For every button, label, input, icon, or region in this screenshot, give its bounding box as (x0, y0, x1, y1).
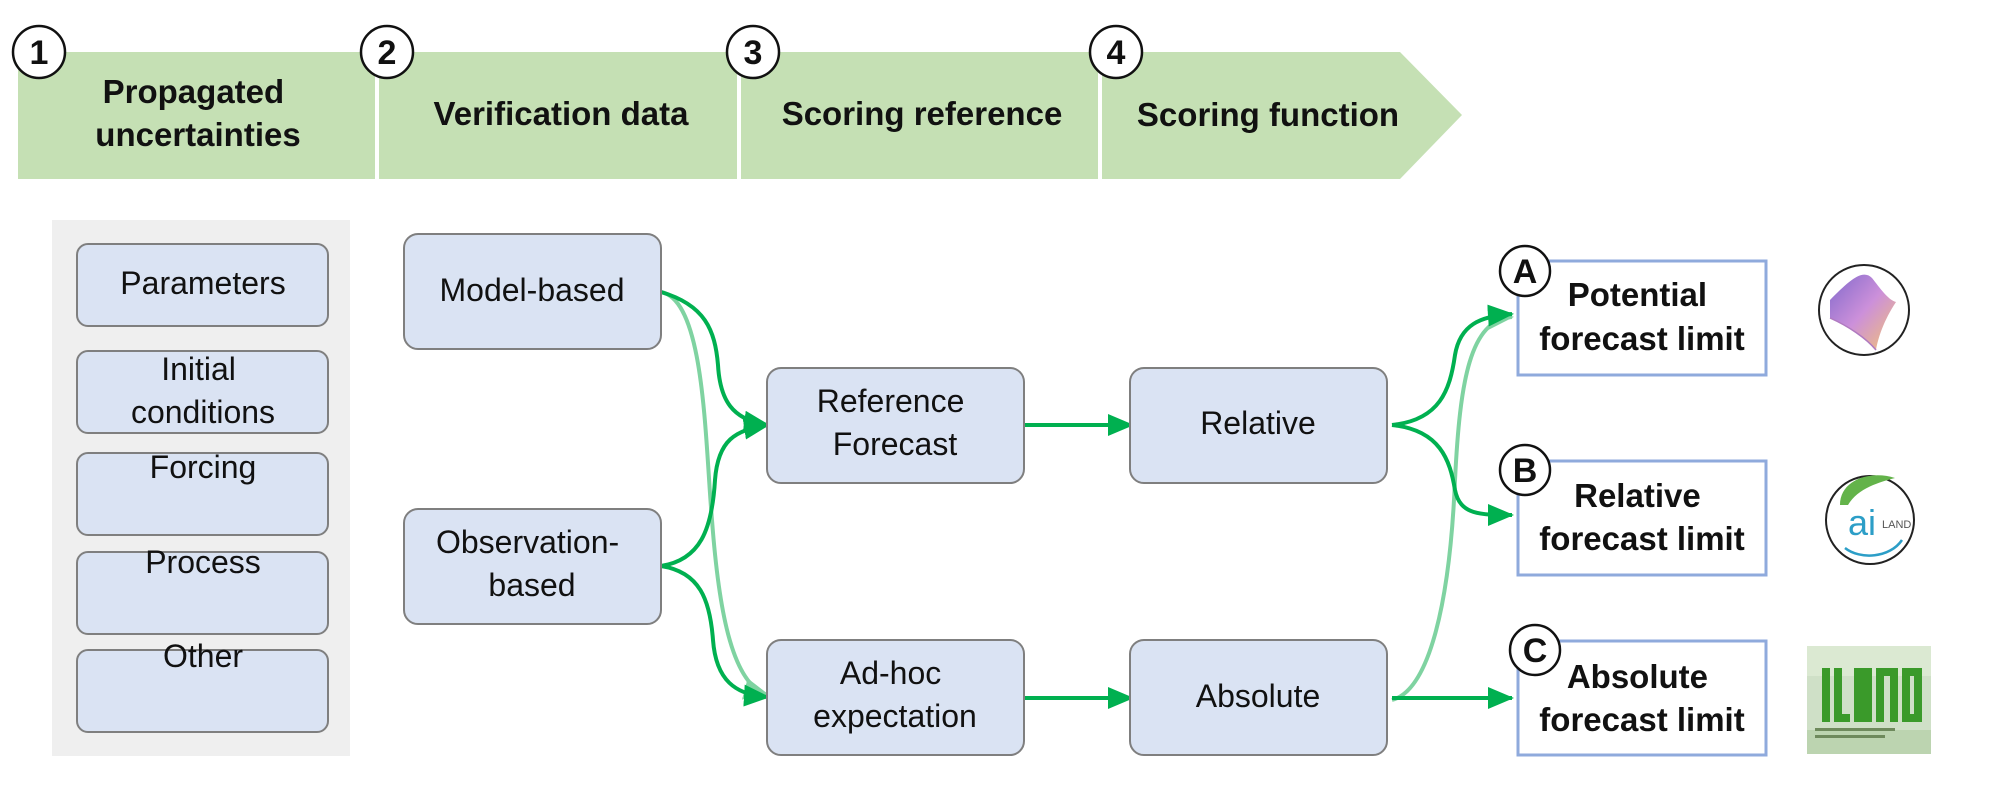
connector-model-to-reference (660, 290, 770, 433)
step-1-label: Propagated uncertainties (95, 73, 300, 153)
svg-text:Forcing: Forcing (150, 449, 257, 485)
svg-text:ai: ai (1848, 502, 1876, 543)
outcome-potential-forecast-limit: Potential forecast limit A (1498, 244, 1768, 377)
svg-text:2: 2 (378, 34, 397, 72)
connector-relative-to-potential (1391, 304, 1514, 427)
outcome-absolute-forecast-limit: Absolute forecast limit C (1508, 623, 1768, 757)
uncertainty-panel: Parameters Initial conditions Forcing Pr… (52, 220, 350, 756)
outcome-relative-forecast-limit: Relative forecast limit B (1498, 443, 1768, 577)
svg-text:Process: Process (145, 544, 261, 580)
step-4-arrow-band (1102, 52, 1462, 179)
connector-model-to-adhoc (660, 290, 770, 700)
svg-text:LAND: LAND (1882, 519, 1911, 531)
uncertainty-item-other: Other (76, 638, 329, 733)
svg-text:Parameters: Parameters (120, 265, 285, 301)
connector-relative-to-relative-limit (1391, 423, 1514, 526)
uncertainty-item-parameters: Parameters (76, 243, 329, 327)
uncertainty-item-initial-conditions: Initial conditions (76, 350, 329, 434)
svg-text:Ad-hoc expectation: Ad-hoc expectation (813, 655, 977, 734)
ai-land-logo: ai LAND (1825, 475, 1915, 565)
svg-text:Other: Other (163, 638, 243, 674)
step-1-number-badge: 1 (11, 24, 67, 80)
box-absolute: Absolute (1129, 639, 1388, 756)
step-1-band (18, 52, 375, 179)
iland-logo (1807, 646, 1931, 754)
box-model-based: Model-based (403, 233, 662, 350)
step-2-band (379, 52, 737, 179)
svg-text:Absolute forecast limit: Absolute forecast limit (1539, 658, 1744, 738)
box-adhoc-expectation: Ad-hoc expectation (766, 639, 1025, 756)
svg-text:Reference Forecast: Reference Forecast (817, 383, 974, 462)
uncertainty-item-process: Process (76, 544, 329, 635)
step-2-number-badge: 2 (359, 24, 415, 80)
box-observation-based: Observation- based (403, 508, 662, 625)
svg-text:C: C (1523, 632, 1548, 670)
svg-text:Initial conditions: Initial conditions (131, 351, 275, 430)
box-reference-forecast: Reference Forecast (766, 367, 1025, 484)
process-banner: Propagated uncertainties Verification da… (11, 24, 1462, 179)
box-relative: Relative (1129, 367, 1388, 484)
connector-observation-to-reference (660, 417, 770, 568)
svg-text:3: 3 (744, 34, 763, 72)
surface-plot-logo (1818, 264, 1910, 356)
svg-text:A: A (1513, 253, 1538, 291)
svg-text:Model-based: Model-based (440, 272, 625, 308)
step-3-number-badge: 3 (725, 24, 781, 80)
step-3-label: Scoring reference (782, 95, 1063, 132)
uncertainty-item-forcing: Forcing (76, 449, 329, 536)
svg-text:Potential forecast limit: Potential forecast limit (1539, 276, 1744, 357)
step-4-label: Scoring function (1137, 96, 1399, 133)
svg-text:B: B (1513, 452, 1538, 490)
svg-text:Absolute: Absolute (1196, 678, 1321, 714)
svg-text:Observation- based: Observation- based (436, 524, 628, 603)
svg-text:1: 1 (30, 34, 49, 72)
light-connectors (660, 290, 1514, 702)
step-4-number-badge: 4 (1088, 24, 1144, 80)
svg-text:Relative: Relative (1200, 405, 1316, 441)
step-2-label: Verification data (434, 95, 690, 132)
svg-text:4: 4 (1107, 34, 1126, 72)
svg-text:Relative forecast limit: Relative forecast limit (1539, 477, 1744, 557)
dark-connectors (660, 290, 1514, 709)
step-3-band (741, 52, 1098, 179)
connector-observation-to-adhoc (660, 564, 770, 707)
